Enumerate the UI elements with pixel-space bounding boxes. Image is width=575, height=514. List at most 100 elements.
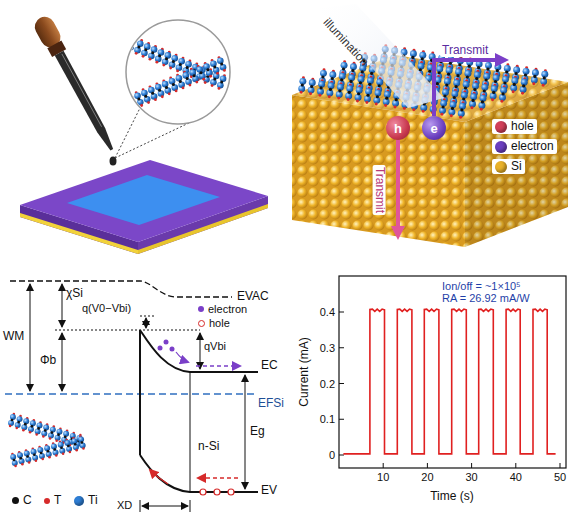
c-atom	[165, 86, 168, 89]
tick-label: 40	[510, 471, 522, 483]
legend-swatch	[74, 496, 84, 506]
t-atom	[328, 95, 331, 98]
c-atom	[385, 97, 388, 100]
legend-item: Si	[492, 159, 525, 174]
carrier-letter: h	[394, 122, 402, 135]
energy-label: χSi	[66, 287, 83, 300]
t-atom	[318, 94, 321, 97]
c-atom	[473, 88, 476, 91]
c-atom	[458, 63, 461, 66]
legend-text: T	[54, 494, 61, 507]
t-atom	[491, 98, 494, 101]
dimension-arrow	[146, 318, 147, 328]
c-atom	[13, 459, 16, 462]
plot-frame	[339, 276, 566, 468]
t-atom	[22, 429, 25, 432]
t-atom	[169, 67, 172, 70]
c-atom	[361, 70, 364, 73]
c-atom	[368, 83, 371, 86]
c-atom	[486, 68, 489, 71]
energy-label: EFSi	[258, 397, 284, 410]
substrate	[20, 160, 268, 254]
interface-line	[139, 330, 141, 455]
y-tick	[339, 455, 344, 456]
dropper-tube	[55, 51, 116, 152]
t-atom	[384, 104, 387, 107]
t-atom	[356, 100, 359, 103]
electron-dot	[164, 340, 169, 345]
tick-label: 20	[421, 471, 433, 483]
c-atom	[193, 74, 196, 77]
t-atom	[182, 87, 185, 90]
c-atom	[44, 429, 47, 432]
t-atom	[337, 97, 340, 100]
c-atom	[468, 65, 471, 68]
t-atom	[202, 78, 205, 81]
tick-label: 30	[465, 471, 477, 483]
t-atom	[216, 72, 219, 75]
c-atom	[158, 89, 161, 92]
c-atom	[419, 68, 422, 71]
energy-label: EC	[261, 359, 278, 372]
t-atom	[21, 463, 24, 466]
axis-ticks	[339, 312, 560, 468]
t-atom	[195, 81, 198, 84]
c-atom	[60, 446, 63, 449]
x-tick	[560, 463, 561, 468]
c-atom	[464, 86, 467, 89]
mxene-film	[67, 175, 220, 225]
legend-text: electron	[208, 303, 247, 315]
depletion-edge	[190, 372, 191, 492]
c-atom	[342, 67, 345, 70]
t-atom	[154, 98, 157, 101]
t-atom	[55, 439, 58, 442]
tick-label: 10	[377, 471, 389, 483]
c-atom	[445, 84, 448, 87]
c-atom	[331, 77, 334, 80]
c-atom	[33, 453, 36, 456]
band-diagram	[5, 281, 258, 512]
c-atom	[144, 48, 147, 51]
t-atom	[55, 454, 58, 457]
c-atom	[137, 45, 140, 48]
arrow-label: Transmit	[440, 44, 490, 57]
c-atom	[186, 77, 189, 80]
y-tick	[339, 347, 344, 348]
dotted-level	[140, 316, 156, 317]
c-atom	[442, 105, 445, 108]
c-atom	[151, 51, 154, 54]
c-atom	[131, 43, 134, 46]
c-atom	[220, 62, 223, 65]
c-atom	[40, 452, 43, 455]
width-label: XD	[117, 499, 132, 511]
c-atom	[505, 70, 508, 73]
c-atom	[17, 421, 20, 424]
c-atom	[481, 100, 484, 103]
c-atom	[144, 95, 147, 98]
c-atom	[524, 73, 527, 76]
c-atom	[359, 81, 362, 84]
c-atom	[19, 457, 22, 460]
legend-text: hole	[511, 120, 534, 133]
c-atom	[179, 63, 182, 66]
t-atom	[149, 58, 152, 61]
dropper	[31, 13, 120, 154]
t-atom	[223, 69, 226, 72]
hole-path	[150, 470, 168, 484]
carrier-letter: e	[430, 122, 437, 135]
c-atom	[131, 101, 134, 104]
t-atom	[412, 108, 415, 111]
c-atom	[513, 83, 516, 86]
metric-label: Ion/off = ~1×10⁵	[442, 280, 521, 292]
t-atom	[394, 105, 397, 108]
c-atom	[172, 83, 175, 86]
c-atom	[443, 94, 446, 97]
legend-swatch	[495, 121, 507, 133]
t-atom	[35, 433, 38, 436]
tick-label: 0.4	[320, 306, 335, 318]
mxene-flakes	[127, 36, 226, 110]
legend-text: hole	[209, 317, 230, 329]
c-atom	[460, 108, 463, 111]
t-atom	[29, 431, 32, 434]
t-atom	[309, 92, 312, 95]
